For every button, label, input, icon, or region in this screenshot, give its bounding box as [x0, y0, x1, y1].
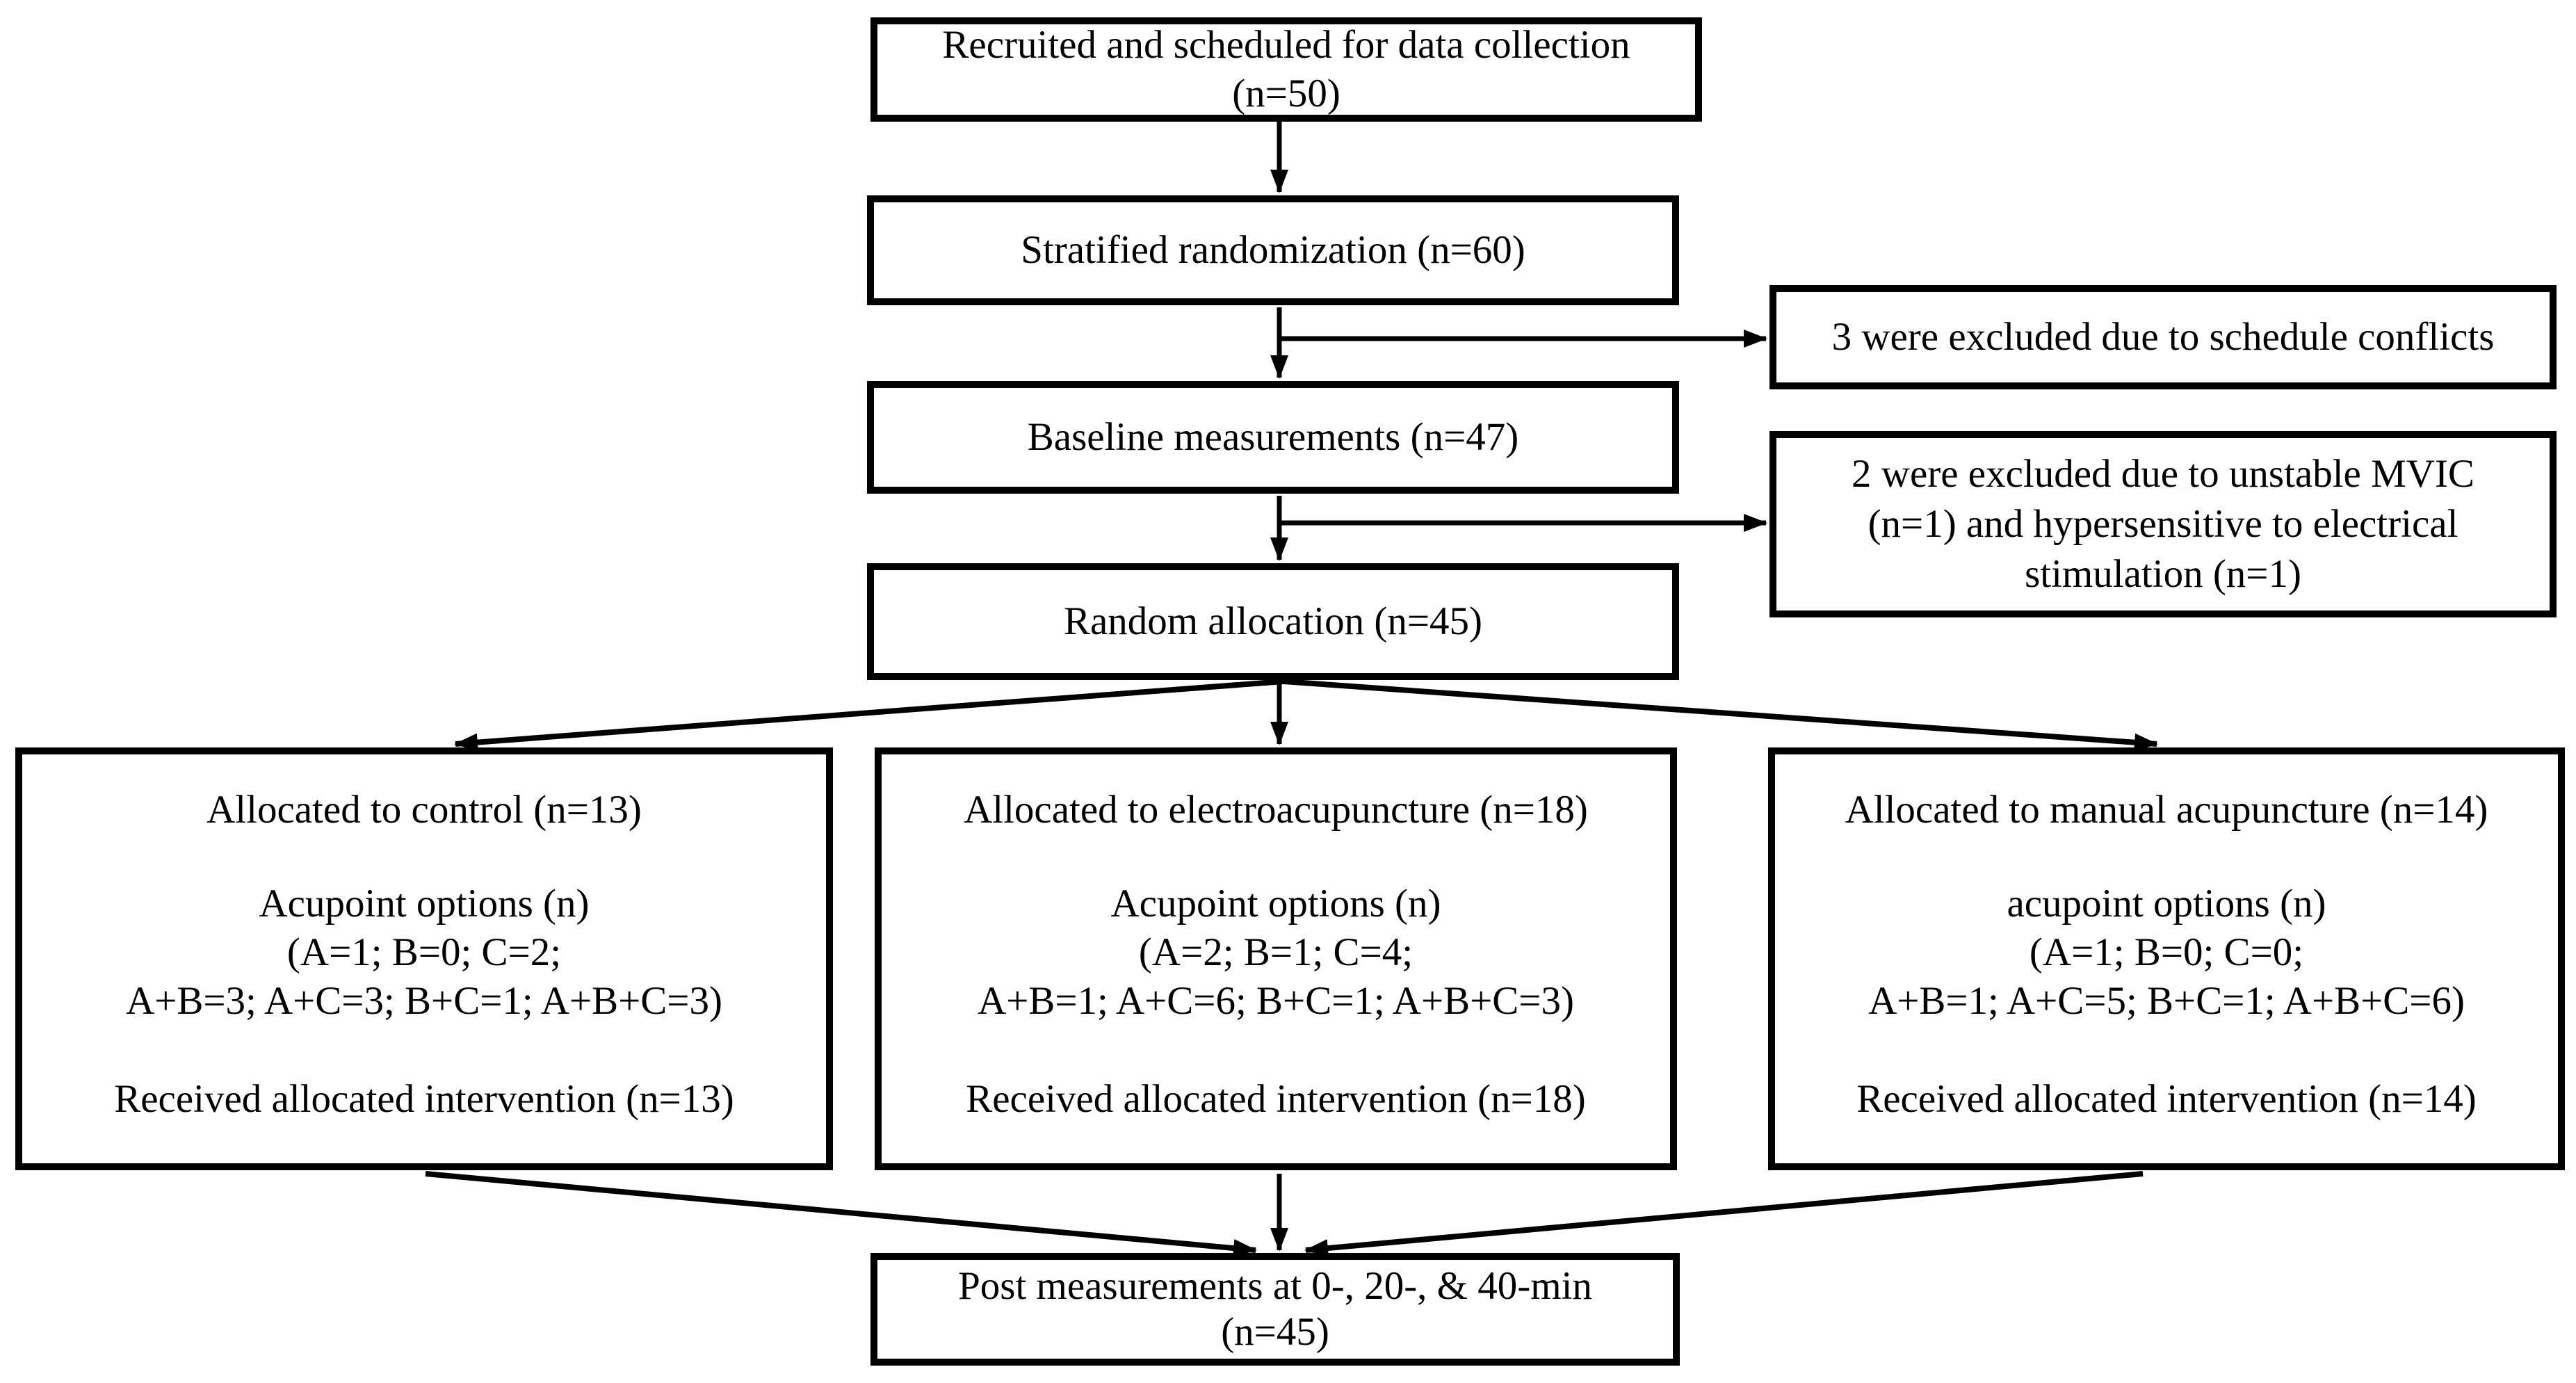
- box-baseline-measurements: Baseline measurements (n=47): [867, 381, 1679, 494]
- random-allocation-text: Random allocation (n=45): [1063, 599, 1482, 643]
- manual-options-line2: A+B=1; A+C=5; B+C=1; A+B+C=6): [1868, 979, 2465, 1023]
- baseline-text: Baseline measurements (n=47): [1027, 415, 1519, 459]
- manual-title: Allocated to manual acupuncture (n=14): [1845, 788, 2488, 832]
- box-random-allocation: Random allocation (n=45): [867, 563, 1679, 680]
- electro-received: Received allocated intervention (n=18): [966, 1077, 1586, 1121]
- electro-title: Allocated to electroacupuncture (n=18): [964, 788, 1588, 832]
- manual-received: Received allocated intervention (n=14): [1856, 1077, 2477, 1121]
- box-excluded-mvic: 2 were excluded due to unstable MVIC (n=…: [1769, 431, 2557, 617]
- arrow-control-to-post: [425, 1171, 1257, 1258]
- control-options-line2: A+B=3; A+C=3; B+C=1; A+B+C=3): [126, 979, 722, 1023]
- electro-acupoint-header: Acupoint options (n): [1110, 882, 1441, 925]
- control-acupoint-header: Acupoint options (n): [259, 882, 590, 925]
- arrow-manual-to-post: [1304, 1171, 2144, 1258]
- electro-options-line2: A+B=1; A+C=6; B+C=1; A+B+C=3): [978, 979, 1574, 1023]
- excluded-mvic-line2: (n=1) and hypersensitive to electrical: [1868, 502, 2458, 546]
- box-recruited: Recruited and scheduled for data collect…: [870, 17, 1702, 122]
- arrow-random-to-control: [454, 679, 1284, 752]
- control-title: Allocated to control (n=13): [206, 788, 642, 832]
- electro-options-line1: (A=2; B=1; C=4;: [1138, 930, 1413, 974]
- stratified-text: Stratified randomization (n=60): [1021, 228, 1525, 272]
- control-acupoint-options: Acupoint options (n) (A=1; B=0; C=2; A+B…: [126, 880, 722, 1026]
- excluded-mvic-line3: stimulation (n=1): [2025, 552, 2301, 596]
- post-text-line2: (n=45): [1221, 1310, 1329, 1354]
- box-group-control: Allocated to control (n=13) Acupoint opt…: [15, 747, 833, 1170]
- recruited-text-line1: Recruited and scheduled for data collect…: [942, 23, 1630, 67]
- manual-acupoint-options: acupoint options (n) (A=1; B=0; C=0; A+B…: [1868, 880, 2465, 1026]
- manual-acupoint-header: acupoint options (n): [2007, 882, 2326, 925]
- post-text-line1: Post measurements at 0-, 20-, & 40-min: [958, 1264, 1592, 1308]
- control-options-line1: (A=1; B=0; C=2;: [286, 930, 562, 974]
- control-received: Received allocated intervention (n=13): [114, 1077, 734, 1121]
- recruited-text-line2: (n=50): [1232, 72, 1340, 115]
- box-group-electroacupuncture: Allocated to electroacupuncture (n=18) A…: [875, 747, 1677, 1170]
- box-excluded-schedule-conflicts: 3 were excluded due to schedule conflict…: [1769, 285, 2557, 389]
- manual-options-line1: (A=1; B=0; C=0;: [2029, 930, 2304, 974]
- arrow-random-to-manual: [1283, 679, 2158, 752]
- box-stratified-randomization: Stratified randomization (n=60): [867, 195, 1679, 305]
- box-group-manual-acupuncture: Allocated to manual acupuncture (n=14) a…: [1768, 747, 2565, 1170]
- excluded-schedule-text: 3 were excluded due to schedule conflict…: [1831, 315, 2495, 359]
- box-post-measurements: Post measurements at 0-, 20-, & 40-min (…: [870, 1253, 1680, 1366]
- excluded-mvic-line1: 2 were excluded due to unstable MVIC: [1852, 452, 2474, 496]
- electro-acupoint-options: Acupoint options (n) (A=2; B=1; C=4; A+B…: [978, 880, 1574, 1026]
